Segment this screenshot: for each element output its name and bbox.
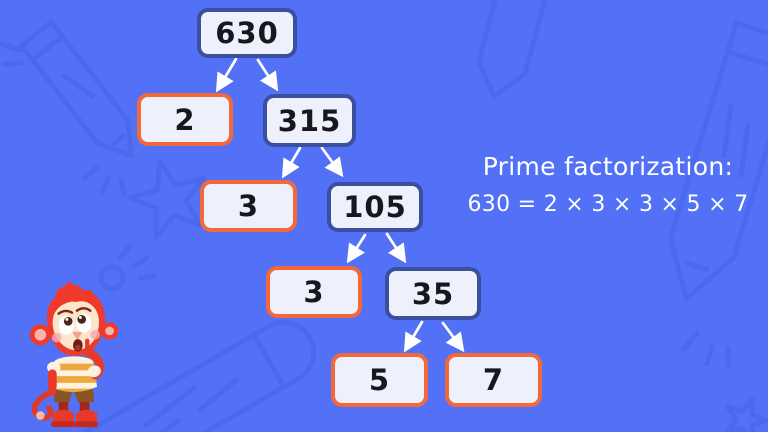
monkey-mascot-icon xyxy=(29,279,119,428)
arrow-105-to-3 xyxy=(346,233,367,264)
arrow-315-to-105 xyxy=(320,146,344,178)
factor-node-630: 630 xyxy=(197,8,297,58)
burst-doodle-icon xyxy=(0,41,25,67)
factor-node-5: 5 xyxy=(331,353,428,407)
factor-value: 2 xyxy=(174,102,196,137)
burst-doodle-icon xyxy=(681,330,732,369)
factor-node-3-level3: 3 xyxy=(266,266,362,318)
burst-doodle-icon xyxy=(81,165,127,197)
factor-node-3-level2: 3 xyxy=(200,180,297,232)
pencil-doodle-icon xyxy=(476,0,554,100)
factor-node-7: 7 xyxy=(445,353,542,407)
pencil-doodle-icon xyxy=(18,19,134,158)
factor-node-2: 2 xyxy=(137,93,233,146)
factor-node-315: 315 xyxy=(263,94,356,147)
factor-value: 5 xyxy=(368,363,391,397)
factor-node-105: 105 xyxy=(327,182,423,232)
arrow-35-to-5 xyxy=(403,320,424,353)
result-panel: Prime factorization: 630 = 2 × 3 × 3 × 5… xyxy=(462,152,754,217)
result-title: Prime factorization: xyxy=(482,152,734,181)
factor-value: 315 xyxy=(277,103,342,138)
arrow-105-to-35 xyxy=(385,232,407,264)
factor-value: 3 xyxy=(237,189,260,223)
factor-value: 3 xyxy=(303,275,325,309)
result-equation: 630 = 2 × 3 × 3 × 5 × 7 xyxy=(467,192,749,217)
factor-value: 630 xyxy=(215,16,279,50)
arrow-315-to-3 xyxy=(281,146,302,179)
factor-value: 105 xyxy=(343,190,407,224)
factor-value: 35 xyxy=(411,276,455,311)
burst-doodle-icon xyxy=(117,243,157,281)
factor-value: 7 xyxy=(482,363,505,397)
arrow-35-to-7 xyxy=(441,321,465,353)
factor-node-35: 35 xyxy=(385,267,481,320)
arrow-630-to-315 xyxy=(256,58,279,92)
arrow-630-to-2 xyxy=(215,57,238,93)
star-doodle-icon xyxy=(724,396,768,432)
